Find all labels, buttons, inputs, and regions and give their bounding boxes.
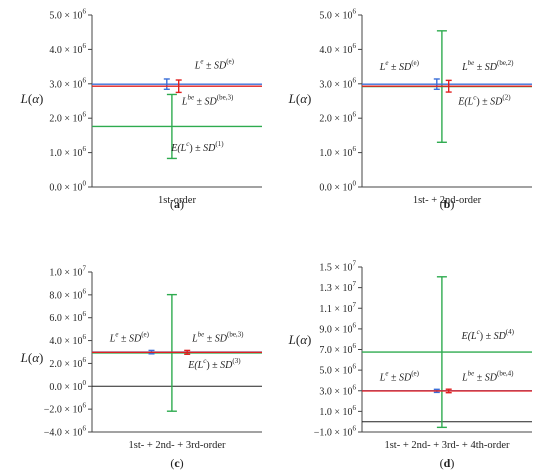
- y-tick-label: 1.3 × 107: [319, 280, 356, 294]
- y-tick-label: 6.0 × 106: [49, 310, 86, 324]
- y-tick-label: −1.0 × 106: [314, 425, 357, 439]
- series-annotation: Le ± SD(e): [379, 59, 420, 73]
- panel-label: (c): [170, 456, 183, 470]
- y-axis-label: L(α): [20, 350, 44, 365]
- y-tick-label: 1.0 × 107: [49, 265, 86, 279]
- y-tick-label: 5.0 × 106: [319, 8, 356, 22]
- y-tick-label: 1.1 × 107: [319, 301, 356, 315]
- series-annotation: E(Lc) ± SD(4): [461, 328, 515, 342]
- x-axis-label: 1st- + 2nd- + 3rd- + 4th-order: [384, 440, 510, 451]
- y-tick-label: 2.0 × 106: [319, 111, 356, 125]
- y-axis-label: L(α): [20, 91, 44, 106]
- panel-label: (b): [440, 197, 455, 211]
- series-annotation: E(Lc) ± SD(2): [457, 93, 511, 107]
- y-tick-label: 1.0 × 106: [49, 145, 86, 159]
- panel-label: (a): [170, 197, 184, 211]
- series-annotation: Le ± SD(e): [109, 331, 150, 345]
- x-axis-label: 1st-order: [158, 195, 196, 206]
- y-tick-label: −2.0 × 106: [44, 402, 87, 416]
- x-axis-label: 1st- + 2nd-order: [413, 195, 482, 206]
- y-tick-label: 5.0 × 106: [319, 363, 356, 377]
- y-tick-label: 4.0 × 106: [49, 42, 86, 56]
- y-tick-label: 2.0 × 106: [49, 356, 86, 370]
- y-tick-label: 3.0 × 106: [49, 76, 86, 90]
- y-tick-label: 0.0 × 100: [49, 180, 86, 194]
- series-annotation: Le ± SD(e): [379, 369, 420, 383]
- series-annotation: Lbe ± SD(be,4): [461, 369, 514, 383]
- y-tick-label: 1.0 × 106: [319, 145, 356, 159]
- y-axis-label: L(α): [288, 91, 312, 106]
- y-tick-label: 0.0 × 100: [319, 180, 356, 194]
- y-axis-label: L(α): [288, 332, 312, 347]
- y-tick-label: 7.0 × 106: [319, 342, 356, 356]
- y-tick-label: −4.0 × 106: [44, 425, 87, 439]
- panel-c: −4.0 × 106 −2.0 × 106 0.0 × 100 2.0 × 106 4.…: [20, 265, 262, 470]
- series-annotation: Lbe ± SD(be,3): [191, 331, 244, 345]
- panel-label: (d): [440, 456, 455, 470]
- y-tick-label: 2.0 × 106: [49, 111, 86, 125]
- series-annotation: E(Lc) ± SD(1): [170, 140, 224, 154]
- series-annotation: E(Lc) ± SD(3): [187, 357, 241, 371]
- panel-b: 0.0 × 100 1.0 × 106 2.0 × 106 3.0 × 106 4.0 …: [288, 8, 532, 211]
- y-tick-label: 1.5 × 107: [319, 260, 356, 274]
- y-tick-label: 9.0 × 106: [319, 321, 356, 335]
- y-tick-label: 0.0 × 100: [49, 379, 86, 393]
- y-tick-label: 8.0 × 106: [49, 287, 86, 301]
- y-tick-label: 5.0 × 106: [49, 8, 86, 22]
- x-axis-label: 1st- + 2nd- + 3rd-order: [129, 440, 226, 451]
- y-tick-label: 3.0 × 106: [319, 383, 356, 397]
- y-tick-label: 1.0 × 106: [319, 404, 356, 418]
- panel-a: 0.0 × 100 1.0 × 106 2.0 × 106 3.0 × 106 4.0 …: [20, 8, 262, 211]
- y-tick-label: 4.0 × 106: [319, 42, 356, 56]
- series-annotation: Le ± SD(e): [194, 57, 235, 71]
- series-annotation: Lbe ± SD(be,3): [181, 93, 234, 107]
- series-annotation: Lbe ± SD(be,2): [461, 59, 514, 73]
- y-tick-label: 4.0 × 106: [49, 333, 86, 347]
- y-tick-label: 3.0 × 106: [319, 76, 356, 90]
- panel-d: −1.0 × 106 1.0 × 106 3.0 × 106 5.0 × 106 7.0…: [288, 260, 532, 470]
